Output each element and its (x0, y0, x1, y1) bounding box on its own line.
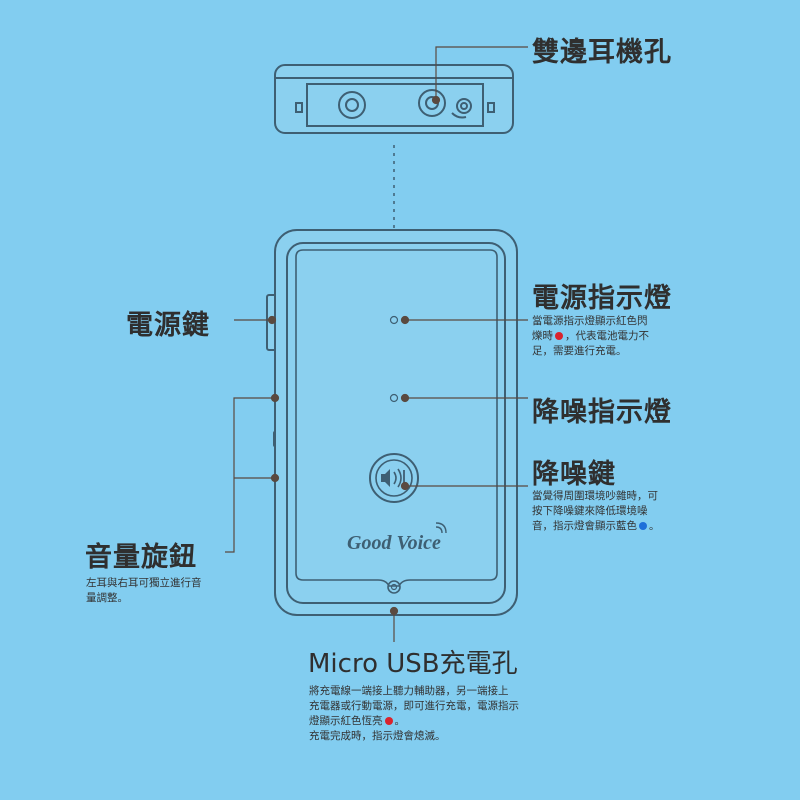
nc-key-label: 降噪鍵 (532, 459, 616, 490)
power-key-label: 電源鍵 (126, 310, 210, 341)
left-earphone-jack (338, 91, 366, 119)
right-earphone-jack (418, 89, 446, 117)
volume-knob-label: 音量旋鈕 (85, 542, 197, 573)
power-indicator-desc: 當電源指示燈顯示紅色閃 爍時，代表電池電力不 足，需要進行充電。 (532, 315, 649, 357)
power-indicator-label: 電源指示燈 (532, 283, 672, 314)
usb-desc: 將充電線一端接上聽力輔助器，另一端接上 充電器或行動電源，即可進行充電，電源指示… (309, 685, 519, 742)
good-voice-logo: Good Voice (347, 522, 447, 554)
volume-desc: 左耳與右耳可獨立進行音 量調整。 (86, 577, 202, 604)
usb-port-icon (387, 580, 401, 594)
device-top-view (274, 64, 514, 134)
nc-key-desc: 當覺得周圍環境吵雜時，可 按下降噪鍵來降低環境噪 音，指示燈會顯示藍色。 (532, 490, 660, 532)
nc-indicator-led (389, 393, 399, 403)
earphone-ports-label: 雙邊耳機孔 (532, 37, 672, 68)
nc-indicator-label: 降噪指示燈 (532, 397, 672, 428)
leaders (225, 46, 528, 642)
red-dot-icon (555, 332, 563, 340)
power-indicator-led (389, 315, 399, 325)
device-front-view (266, 229, 518, 616)
blue-dot-icon (639, 522, 647, 530)
usb-port-label: Micro USB充電孔 (308, 649, 518, 679)
red-dot-icon (384, 717, 393, 725)
svg-text:Good Voice: Good Voice (347, 532, 441, 554)
earphone-port-cap (456, 98, 472, 114)
